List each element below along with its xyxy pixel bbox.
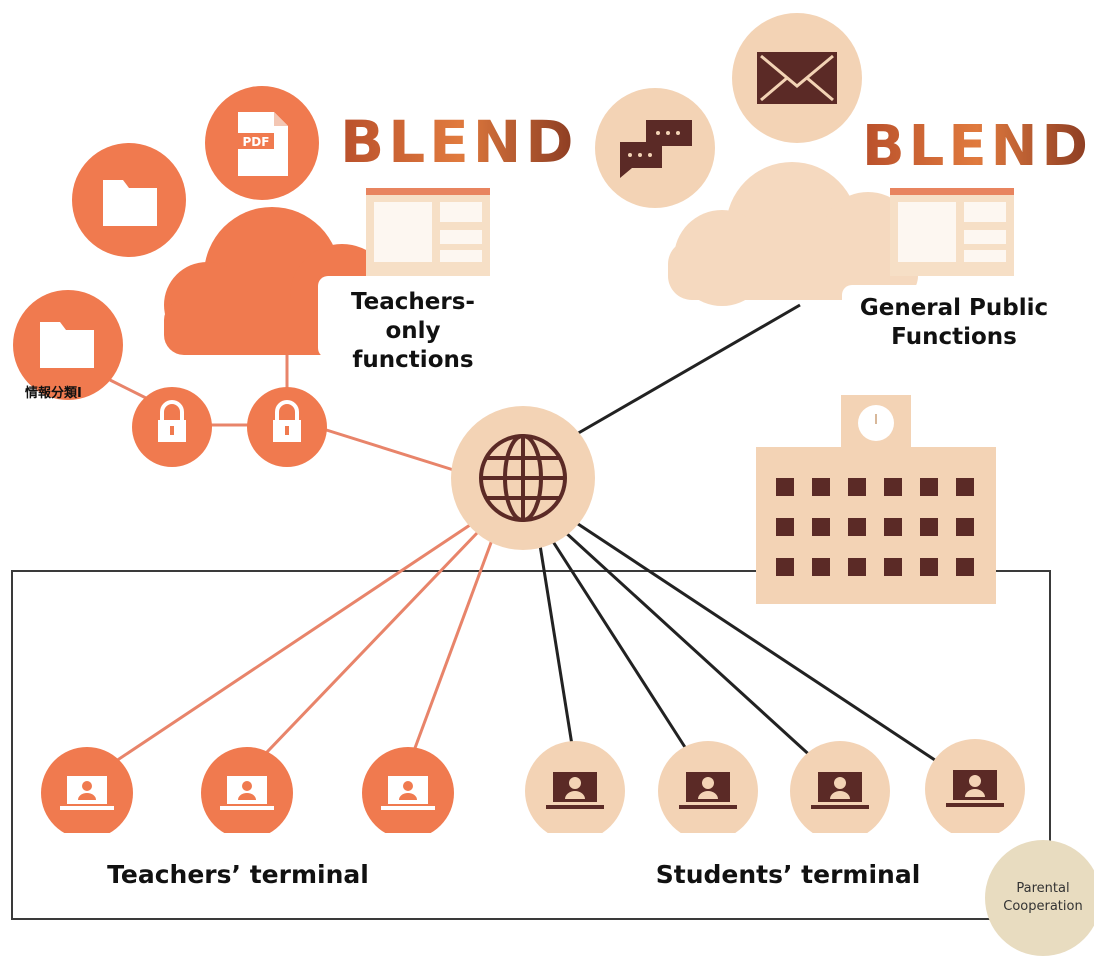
folder-icon [13,290,123,400]
pdf-file-icon: PDF [205,86,319,200]
browser-window-icon [890,188,1014,276]
terminal-frame [11,570,1051,920]
students-terminal-label: Students’ terminal [655,860,921,889]
cloud-icon [668,162,918,306]
teachers-terminal-label: Teachers’ terminal [107,860,369,889]
link-lock-globe [319,426,461,474]
padlock-icon [132,387,212,467]
laptop-user-icon [658,741,758,841]
link-globe-student-1 [538,544,574,746]
padlock-icon [247,387,327,467]
globe-icon [451,406,595,550]
link-globe-teacher-3 [403,539,494,776]
teachers-only-label: Teachers-only functions [351,289,475,373]
laptop-user-icon [925,739,1025,839]
chat-bubbles-icon [595,88,715,208]
general-public-label: General Public Functions [859,295,1049,350]
folder-icon [72,143,186,257]
link-globe-teacher-1 [94,523,471,777]
laptop-user-icon [41,747,133,839]
link-globe-student-3 [563,530,817,762]
connection-lines [94,303,951,777]
school-building-icon [756,395,996,604]
link-globe-teacher-2 [243,530,480,777]
laptop-user-icon [525,741,625,841]
laptop-user-icon [362,747,454,839]
link-globe-student-2 [550,539,692,756]
info-category-label: 情報分類I [25,385,82,401]
browser-window-icon [366,188,490,276]
link-lock-folder [109,378,151,402]
laptop-user-icon [201,747,293,839]
blend-logo-right: BLEND [862,114,1092,179]
svg-text:PDF: PDF [243,135,270,149]
blend-logo-left: BLEND [340,108,577,176]
link-globe-student-4 [574,520,951,772]
envelope-icon [732,13,862,143]
link-globe-public [574,303,801,437]
laptop-user-icon [790,741,890,841]
parental-cooperation-badge: Parental Cooperation [985,840,1094,956]
